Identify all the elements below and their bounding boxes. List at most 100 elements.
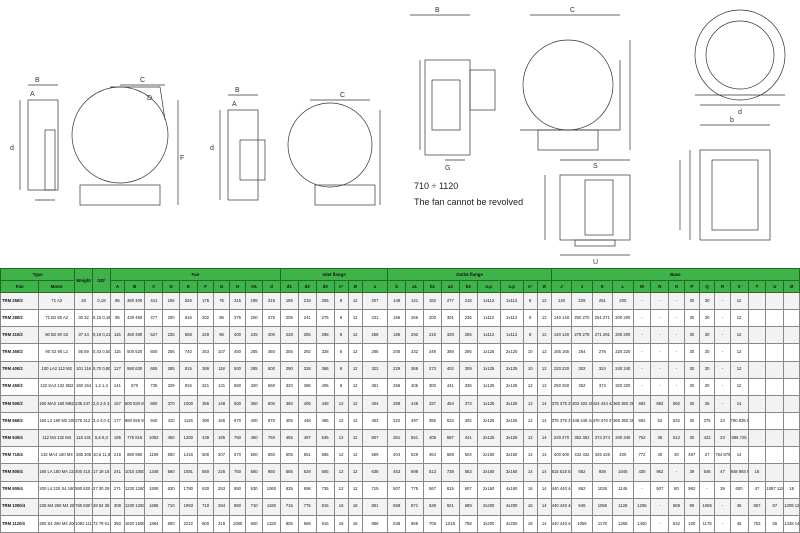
table-cell: 485 bbox=[315, 411, 335, 431]
table-cell: 141 bbox=[405, 291, 424, 311]
table-cell: 254 bbox=[571, 343, 593, 362]
table-cell: 375 bbox=[261, 309, 281, 328]
table-cell: 862 bbox=[571, 463, 593, 482]
subheader-18: Ø bbox=[347, 280, 363, 293]
table-cell: 30 bbox=[698, 326, 716, 345]
table-cell: 1000 bbox=[178, 394, 198, 413]
table-cell: 560 bbox=[261, 377, 281, 396]
label-S: S bbox=[593, 163, 598, 170]
subheader-26: n.p bbox=[499, 280, 524, 293]
table-cell: 439 bbox=[196, 429, 215, 448]
table-cell: 360 bbox=[279, 394, 299, 413]
table-cell: 886 bbox=[361, 514, 389, 533]
table-cell: 16 bbox=[333, 497, 349, 516]
table-cell: 322 bbox=[387, 411, 407, 431]
fan-drawing-svg: B A C D d F B A C d B C G d b S U bbox=[10, 7, 786, 266]
table-cell: 800 bbox=[196, 514, 215, 533]
table-cell: 405 bbox=[423, 429, 442, 448]
table-cell: 526 bbox=[178, 291, 198, 311]
table-cell: 200 200 bbox=[612, 309, 634, 328]
table-cell: 750 bbox=[261, 429, 281, 448]
table-cell: 862 bbox=[571, 480, 593, 499]
table-cell: 140 bbox=[550, 291, 573, 311]
table-cell: 400 bbox=[228, 326, 247, 345]
table-cell bbox=[765, 377, 785, 396]
table-cell: - bbox=[632, 360, 652, 379]
table-cell: 669 bbox=[440, 446, 460, 465]
table-cell: 698 bbox=[405, 463, 424, 482]
table-cell: 402 bbox=[458, 411, 478, 431]
label-A2: A bbox=[232, 101, 237, 108]
table-cell bbox=[747, 429, 767, 448]
table-cell: 370 bbox=[162, 394, 180, 413]
table-cell: 1,2 1,4 bbox=[92, 377, 111, 396]
table-cell: 271 291 bbox=[591, 326, 614, 345]
table-cell: 569 bbox=[668, 497, 685, 516]
table-cell: 505 bbox=[279, 446, 299, 465]
table-cell: 56 59 bbox=[74, 343, 94, 362]
table-cell: 450 bbox=[245, 429, 263, 448]
table-cell bbox=[747, 326, 767, 345]
table-cell: 12 bbox=[536, 377, 552, 396]
table-cell: 775 bbox=[405, 480, 424, 499]
table-cell: 30 bbox=[698, 309, 716, 328]
subheader-15: d2 bbox=[297, 280, 317, 293]
table-cell: 336 bbox=[458, 377, 478, 396]
table-cell: 507 bbox=[361, 429, 389, 448]
table-cell: 815 bbox=[178, 360, 198, 379]
table-cell: 150 154 bbox=[74, 377, 94, 396]
table-cell: 497 bbox=[683, 446, 700, 465]
table-cell: 39 bbox=[714, 480, 731, 499]
table-cell: 404 bbox=[361, 394, 389, 413]
table-cell bbox=[765, 309, 785, 328]
table-cell bbox=[783, 394, 800, 413]
table-cell bbox=[765, 326, 785, 345]
table-cell: 400 bbox=[612, 446, 634, 465]
table-cell: 95 bbox=[109, 309, 125, 328]
table-cell: 8 bbox=[522, 309, 538, 328]
table-cell: 0,15 0,16 bbox=[92, 309, 111, 328]
table-cell: 670 bbox=[123, 377, 146, 396]
table-cell: 1884 bbox=[144, 514, 164, 533]
table-cell: 8 bbox=[333, 291, 349, 311]
table-cell: 166 bbox=[387, 309, 407, 328]
table-cell: 1126 bbox=[178, 411, 198, 431]
table-cell: 1x125 bbox=[476, 394, 501, 413]
table-cell: 320 320 bbox=[612, 377, 634, 396]
table-cell: 12 bbox=[347, 463, 363, 482]
table-cell: 440 440 440 515 bbox=[550, 480, 573, 499]
subheader-36: P bbox=[683, 280, 700, 293]
table-cell: 432 432 bbox=[571, 446, 593, 465]
table-cell: 630 bbox=[245, 480, 263, 499]
table-cell: 735 bbox=[144, 377, 164, 396]
table-cell: 255 bbox=[315, 291, 335, 311]
table-cell: 157 bbox=[109, 394, 125, 413]
subheader-19: a bbox=[361, 280, 389, 293]
table-cell: 430 bbox=[632, 463, 652, 482]
table-cell: 12 bbox=[347, 411, 363, 431]
table-cell: 715 bbox=[279, 497, 299, 516]
table-cell: TRM 630/4 bbox=[0, 429, 40, 448]
table-cell: 100 bbox=[683, 514, 700, 533]
table-cell: 670 bbox=[261, 411, 281, 431]
table-cell: 76 bbox=[213, 291, 230, 311]
header-weight: Weight bbox=[74, 268, 94, 293]
table-cell: 200 bbox=[423, 309, 442, 328]
table-cell: 321 bbox=[196, 377, 215, 396]
table-cell: 580 620 465 495 bbox=[74, 480, 94, 499]
table-cell: 366 bbox=[315, 360, 335, 379]
table-cell: 497 bbox=[405, 411, 424, 431]
table-cell: 30 bbox=[683, 326, 700, 345]
subheader-22: b1 bbox=[423, 280, 442, 293]
table-cell: 629 bbox=[405, 446, 424, 465]
table-cell: 565 bbox=[279, 463, 299, 482]
table-cell: 225 bbox=[162, 326, 180, 345]
table-cell: 220 220 bbox=[612, 343, 634, 362]
table-cell: 708 bbox=[423, 514, 442, 533]
subheader-39: S bbox=[729, 280, 749, 293]
table-cell: 1x125 bbox=[476, 377, 501, 396]
table-cell: 14 bbox=[536, 394, 552, 413]
table-cell: 255 bbox=[245, 343, 263, 362]
table-cell: 470 470 470 bbox=[591, 411, 614, 431]
